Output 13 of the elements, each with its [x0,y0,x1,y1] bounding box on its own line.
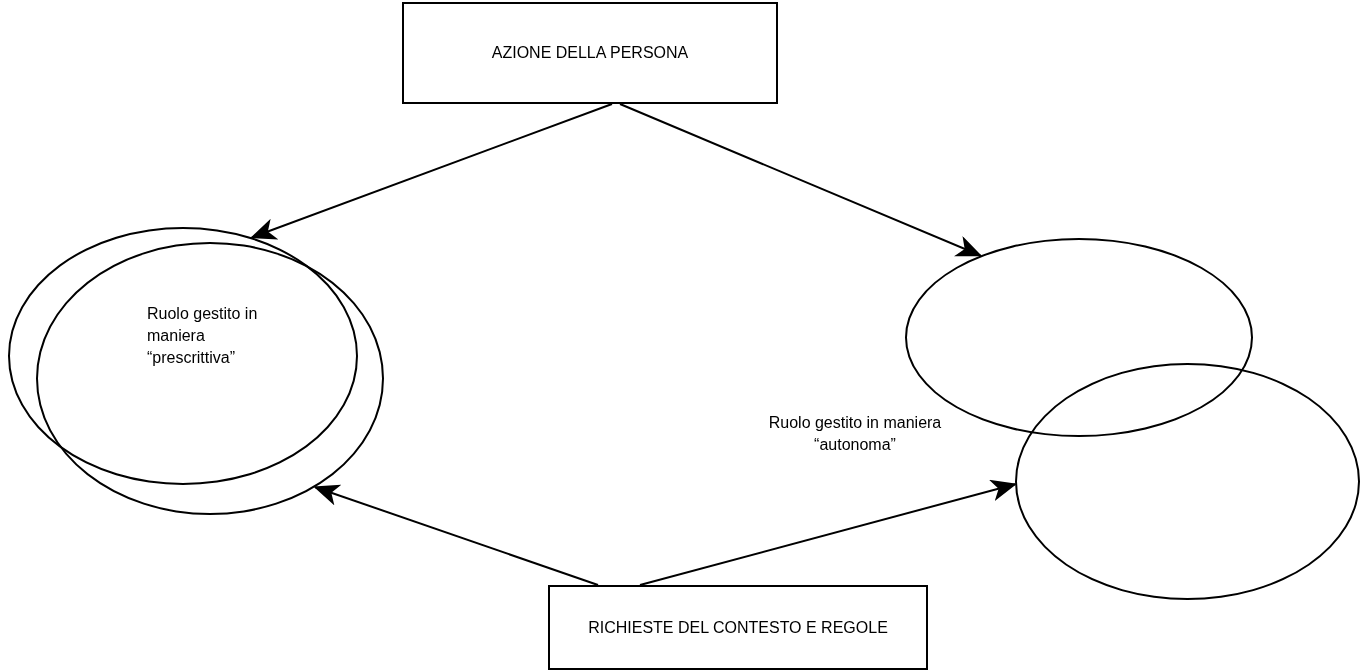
text-box [548,585,928,670]
arrow [639,479,1017,586]
role-caption: Ruolo gestito in maniera “autonoma” [767,413,943,455]
node-text: RICHIESTE DEL CONTESTO E REGOLE [587,617,889,638]
node-text: AZIONE DELLA PERSONA [490,43,690,63]
ellipse-shape [1015,363,1360,600]
arrow [250,103,613,240]
ellipse-shape [36,242,384,515]
text-box [402,2,778,104]
arrow [313,484,599,586]
arrow [619,103,983,257]
node-text: Ruolo gestito in maniera “prescrittiva” [147,304,259,368]
ellipse-shape [8,227,358,485]
